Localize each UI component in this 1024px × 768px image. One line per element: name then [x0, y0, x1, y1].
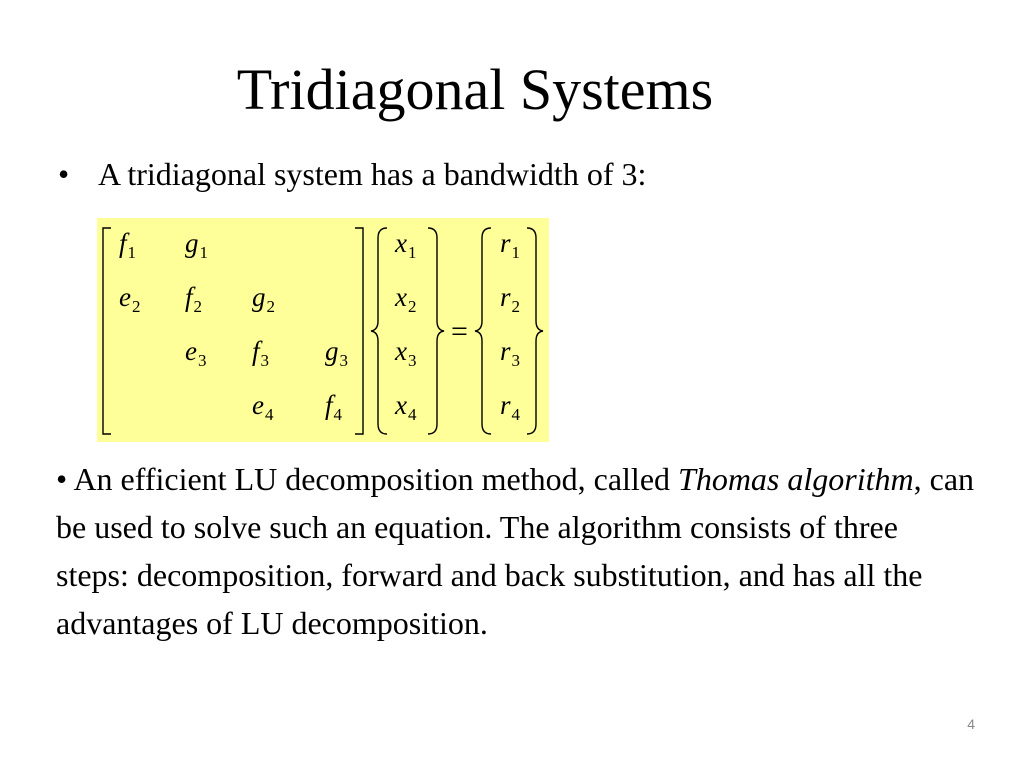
paragraph-lead: • An efficient LU decomposition method, …	[56, 461, 679, 497]
x-entry-subscript: 4	[408, 405, 417, 424]
matrix-entry-symbol: g	[325, 336, 339, 366]
matrix-entry-subscript: 1	[128, 243, 137, 262]
matrix-entry-subscript: 4	[265, 405, 274, 424]
bullet-marker: •	[58, 156, 70, 192]
matrix-entry: f2	[185, 282, 202, 316]
bullet-text: A tridiagonal system has a bandwidth of …	[98, 156, 647, 192]
matrix-entry-subscript: 2	[132, 297, 141, 316]
matrix-entry: f4	[325, 390, 343, 424]
x-entry: x4	[394, 390, 417, 424]
matrix-entry-symbol: e	[185, 336, 197, 366]
matrix-left-bracket	[102, 227, 111, 435]
matrix-entry-symbol: e	[252, 390, 264, 420]
matrix-entry: e2	[119, 282, 140, 316]
r-entry: r4	[500, 390, 521, 424]
thomas-algorithm-paragraph: • An efficient LU decomposition method, …	[56, 455, 976, 647]
r-entry-symbol: r	[500, 390, 511, 420]
matrix-right-bracket	[355, 227, 364, 435]
matrix-entry-symbol: e	[119, 282, 131, 312]
r-vector-right-brace	[526, 227, 544, 435]
matrix-entry-symbol: f	[119, 228, 130, 258]
x-entry-symbol: x	[394, 282, 407, 312]
x-vector-right-brace	[427, 227, 445, 435]
r-entry-subscript: 3	[512, 351, 521, 370]
equals-sign: =	[451, 315, 468, 348]
r-entry: r3	[500, 336, 520, 370]
matrix-entry: g3	[325, 336, 348, 370]
matrix-entry-symbol: f	[252, 336, 263, 366]
x-entry-symbol: x	[394, 390, 407, 420]
matrix-entry-symbol: f	[185, 282, 196, 312]
x-entry-symbol: x	[394, 228, 407, 258]
r-entry-symbol: r	[500, 228, 511, 258]
x-entry: x1	[394, 228, 416, 262]
matrix-entry-subscript: 4	[334, 405, 343, 424]
matrix-entry-symbol: g	[185, 228, 199, 258]
matrix-entry: g2	[252, 282, 275, 316]
matrix-entry-subscript: 3	[340, 351, 349, 370]
matrix-entry-subscript: 2	[267, 297, 276, 316]
r-entry: r2	[500, 282, 520, 316]
matrix-entry: f3	[252, 336, 269, 370]
x-entry-subscript: 3	[408, 351, 417, 370]
equation-highlight	[97, 218, 549, 442]
r-vector-left-brace	[474, 227, 492, 435]
matrix-entry-subscript: 3	[261, 351, 270, 370]
r-entry: r1	[500, 228, 520, 262]
x-vector-left-brace	[370, 227, 388, 435]
bullet-item: • A tridiagonal system has a bandwidth of…	[58, 152, 646, 196]
matrix-entry-subscript: 3	[198, 351, 207, 370]
r-entry-subscript: 4	[512, 405, 521, 424]
page-number: 4	[967, 716, 975, 732]
paragraph-emphasis: Thomas algorithm	[678, 461, 914, 497]
r-entry-subscript: 1	[512, 243, 521, 262]
r-entry-symbol: r	[500, 336, 511, 366]
matrix-entry-symbol: g	[252, 282, 266, 312]
slide-title: Tridiagonal Systems	[236, 57, 714, 122]
matrix-entry-subscript: 2	[194, 297, 203, 316]
matrix-entry: g1	[185, 228, 208, 262]
x-entry-symbol: x	[394, 336, 407, 366]
matrix-entry: e4	[252, 390, 274, 424]
x-entry: x2	[394, 282, 416, 316]
x-entry-subscript: 1	[408, 243, 417, 262]
r-entry-symbol: r	[500, 282, 511, 312]
matrix-entry-symbol: f	[325, 390, 336, 420]
matrix-entry: e3	[185, 336, 206, 370]
x-entry: x3	[394, 336, 416, 370]
paragraph-rest: , can be used to solve such an equation.…	[56, 461, 975, 641]
matrix-entry-subscript: 1	[200, 243, 209, 262]
x-entry-subscript: 2	[408, 297, 417, 316]
r-entry-subscript: 2	[512, 297, 521, 316]
matrix-entry: f1	[119, 228, 136, 262]
